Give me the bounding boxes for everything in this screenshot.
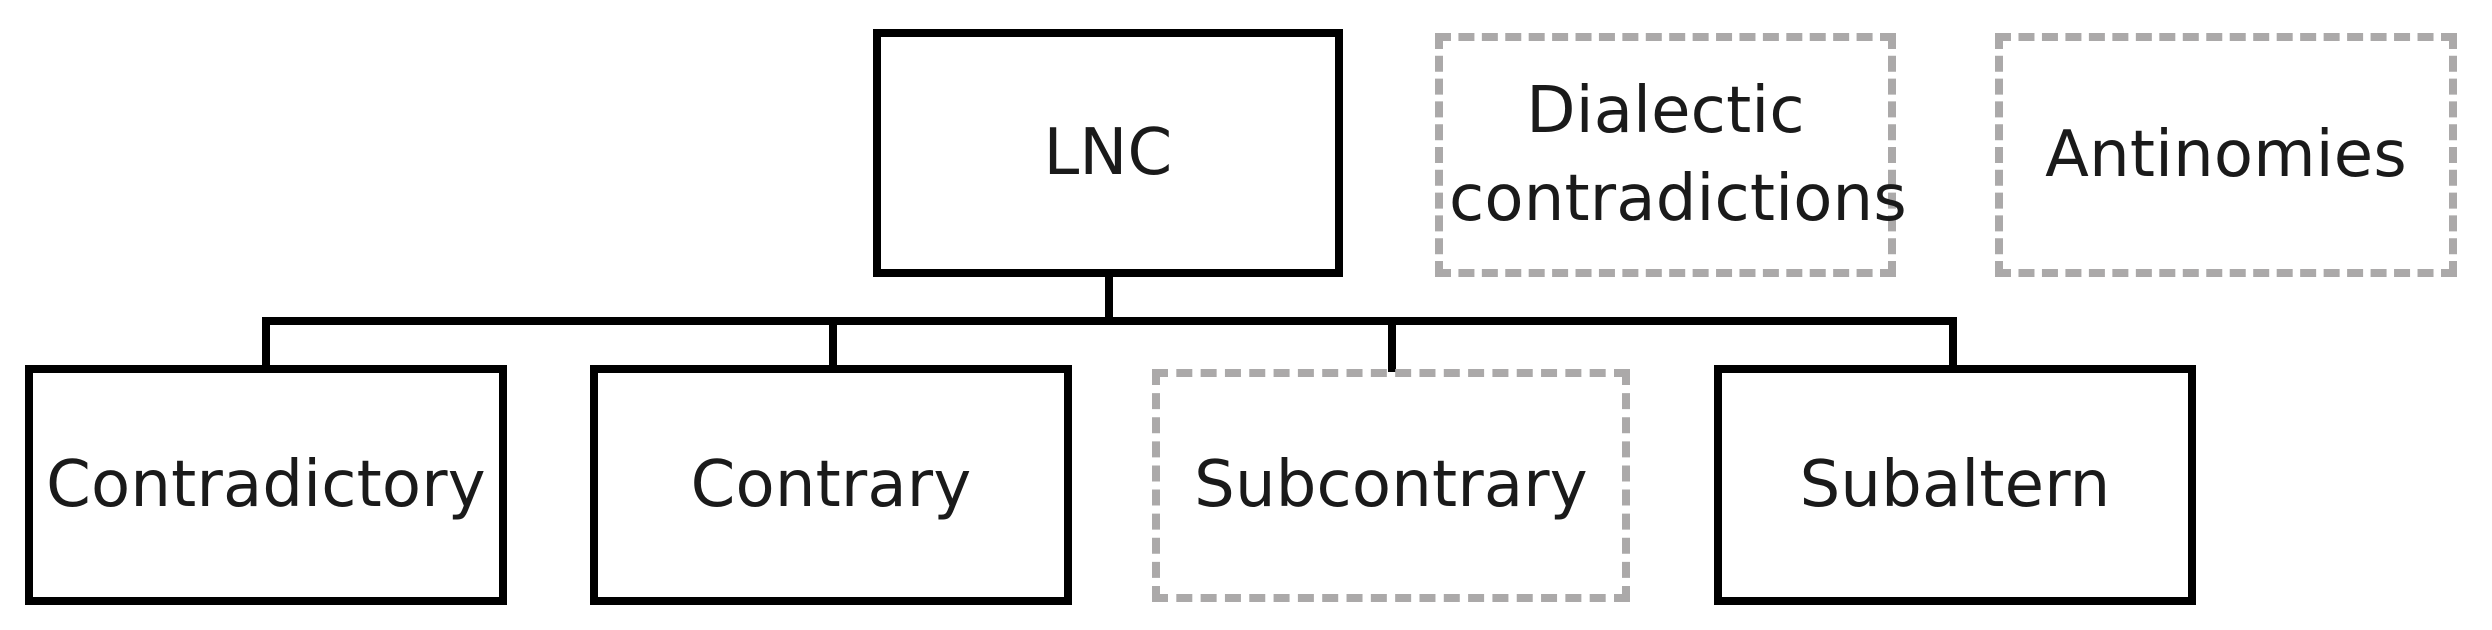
connector-drop-contradictory <box>262 317 270 369</box>
node-lnc[interactable]: LNC <box>873 29 1343 277</box>
connector-drop-subcontrary <box>1388 317 1396 372</box>
connector-horizontal-bus <box>262 317 1957 325</box>
node-subaltern[interactable]: Subaltern <box>1714 365 2196 605</box>
node-contradictory[interactable]: Contradictory <box>25 365 507 605</box>
node-subcontrary-label: Subcontrary <box>1194 448 1588 523</box>
node-contradictory-label: Contradictory <box>46 447 486 522</box>
connector-drop-contrary <box>829 317 837 369</box>
node-antinomies-label: Antinomies <box>2045 117 2407 192</box>
connector-drop-subaltern <box>1949 317 1957 369</box>
node-contrary-label: Contrary <box>690 447 972 522</box>
connector-root-stem <box>1105 270 1113 322</box>
node-dialectic-contradictions-label: Dialectic contradictions <box>1449 73 1907 236</box>
node-lnc-label: LNC <box>1043 115 1173 190</box>
node-subaltern-label: Subaltern <box>1799 447 2111 522</box>
node-dialectic-contradictions[interactable]: Dialectic contradictions <box>1435 33 1907 277</box>
node-subcontrary[interactable]: Subcontrary <box>1152 369 1630 602</box>
node-antinomies[interactable]: Antinomies <box>1995 33 2457 277</box>
node-contrary[interactable]: Contrary <box>590 365 1072 605</box>
